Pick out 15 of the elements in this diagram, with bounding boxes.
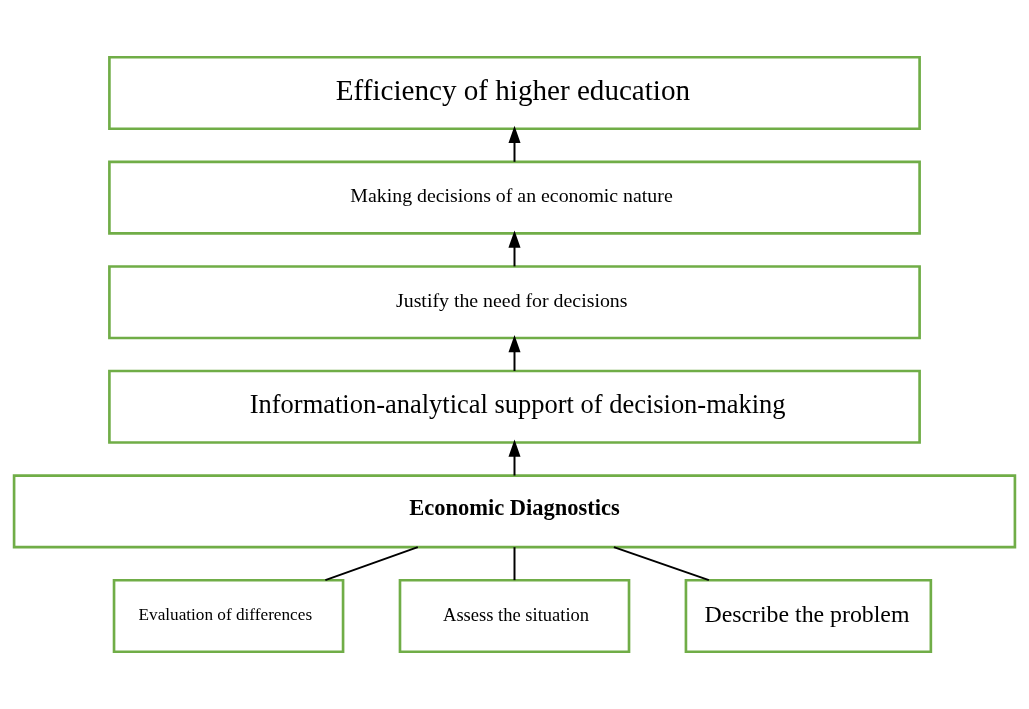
node-box: Efficiency of higher education [108,55,921,131]
node-box: Making decisions of an economic nature [108,160,921,235]
connector [324,546,419,582]
arrow [508,125,521,163]
node-box: Information-analytical support of decision-making [108,369,921,444]
node-box: Justify the need for decisions [108,265,921,340]
node-box: Describe the problem [684,578,933,654]
arrow [508,335,521,372]
node-box: Economic Diagnostics [12,474,1017,549]
arrow [508,439,521,477]
node-box: Evaluation of differences [112,578,345,654]
connector [513,546,516,582]
arrow [508,230,521,268]
node-box: Assess the situation [398,578,631,654]
connector [612,546,710,582]
